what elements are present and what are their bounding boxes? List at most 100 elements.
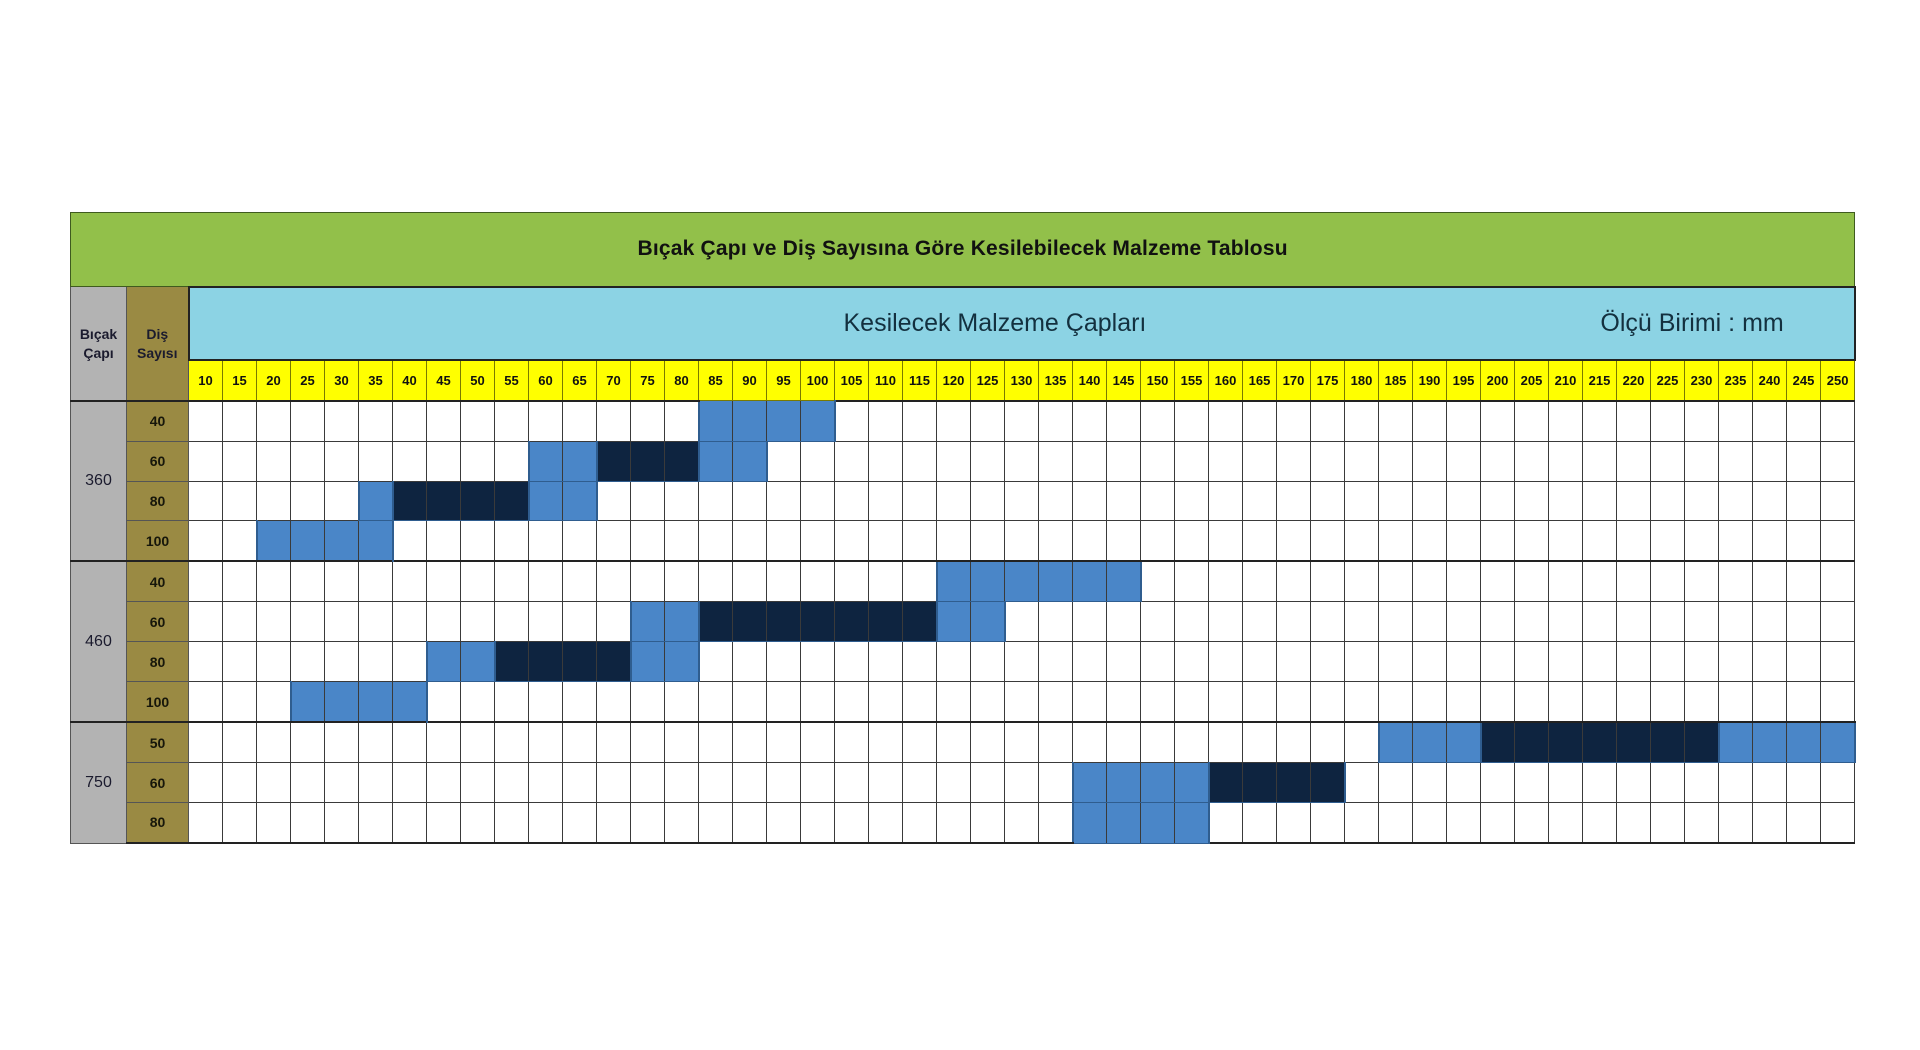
bar-cell-360-100-30 bbox=[324, 520, 359, 562]
bar-cell-750-60-170 bbox=[1276, 762, 1311, 803]
empty-cell-460-40-10 bbox=[188, 560, 223, 603]
empty-cell-460-60-225 bbox=[1650, 601, 1685, 643]
bar-cell-360-60-85 bbox=[697, 440, 733, 482]
empty-cell-460-100-125 bbox=[970, 681, 1005, 724]
empty-cell-750-80-95 bbox=[766, 801, 801, 844]
empty-cell-460-40-205 bbox=[1514, 560, 1549, 603]
empty-cell-360-40-240 bbox=[1752, 399, 1787, 442]
empty-cell-460-100-20 bbox=[256, 681, 291, 724]
empty-cell-360-100-15 bbox=[222, 520, 257, 563]
empty-cell-360-40-210 bbox=[1548, 399, 1583, 442]
scale-tick-140: 140 bbox=[1072, 359, 1107, 402]
empty-cell-750-50-90 bbox=[732, 721, 767, 764]
empty-cell-460-80-35 bbox=[358, 641, 393, 683]
empty-cell-360-60-185 bbox=[1378, 440, 1413, 482]
empty-cell-460-60-35 bbox=[358, 601, 393, 643]
bar-cell-750-60-145 bbox=[1106, 762, 1141, 803]
scale-tick-240: 240 bbox=[1752, 359, 1787, 402]
empty-cell-460-60-150 bbox=[1140, 601, 1175, 643]
empty-cell-360-100-215 bbox=[1582, 520, 1617, 563]
empty-cell-460-40-200 bbox=[1480, 560, 1515, 603]
empty-cell-360-40-145 bbox=[1106, 399, 1141, 442]
empty-cell-360-40-40 bbox=[392, 399, 427, 442]
empty-cell-460-100-95 bbox=[766, 681, 801, 724]
empty-cell-460-100-185 bbox=[1378, 681, 1413, 724]
empty-cell-360-60-115 bbox=[902, 440, 937, 482]
scale-tick-50: 50 bbox=[460, 359, 495, 402]
empty-cell-750-80-30 bbox=[324, 801, 359, 844]
scale-tick-110: 110 bbox=[868, 359, 903, 402]
scale-tick-235: 235 bbox=[1718, 359, 1753, 402]
empty-cell-750-80-230 bbox=[1684, 801, 1719, 844]
empty-cell-750-80-240 bbox=[1752, 801, 1787, 844]
empty-cell-750-60-125 bbox=[970, 762, 1005, 803]
bar-cell-360-60-65 bbox=[562, 440, 598, 482]
table-row: 60 bbox=[71, 762, 1856, 803]
empty-cell-460-60-140 bbox=[1072, 601, 1107, 643]
bar-cell-750-60-175 bbox=[1310, 762, 1346, 803]
empty-cell-750-50-85 bbox=[698, 721, 733, 764]
bar-cell-750-50-225 bbox=[1650, 721, 1685, 764]
empty-cell-360-40-185 bbox=[1378, 399, 1413, 442]
empty-cell-750-60-15 bbox=[222, 762, 257, 803]
table-row: 100 bbox=[71, 520, 1856, 563]
empty-cell-750-50-70 bbox=[596, 721, 631, 764]
empty-cell-750-60-45 bbox=[426, 762, 461, 803]
empty-cell-360-100-135 bbox=[1038, 520, 1073, 563]
empty-cell-360-100-230 bbox=[1684, 520, 1719, 563]
empty-cell-750-50-140 bbox=[1072, 721, 1107, 764]
empty-cell-360-100-180 bbox=[1344, 520, 1379, 563]
empty-cell-360-40-150 bbox=[1140, 399, 1175, 442]
empty-cell-360-60-165 bbox=[1242, 440, 1277, 482]
empty-cell-360-100-205 bbox=[1514, 520, 1549, 563]
empty-cell-360-60-130 bbox=[1004, 440, 1039, 482]
empty-cell-460-100-180 bbox=[1344, 681, 1379, 724]
empty-cell-460-60-130 bbox=[1004, 601, 1039, 643]
empty-cell-360-80-30 bbox=[324, 480, 359, 522]
empty-cell-460-60-20 bbox=[256, 601, 291, 643]
empty-cell-360-60-125 bbox=[970, 440, 1005, 482]
empty-cell-360-80-245 bbox=[1786, 480, 1821, 522]
empty-cell-360-40-215 bbox=[1582, 399, 1617, 442]
empty-cell-460-80-195 bbox=[1446, 641, 1481, 683]
empty-cell-360-100-170 bbox=[1276, 520, 1311, 563]
empty-cell-460-40-195 bbox=[1446, 560, 1481, 603]
empty-cell-460-60-155 bbox=[1174, 601, 1209, 643]
empty-cell-460-80-150 bbox=[1140, 641, 1175, 683]
empty-cell-460-40-65 bbox=[562, 560, 597, 603]
empty-cell-460-60-30 bbox=[324, 601, 359, 643]
material-capacity-table: Bıçak Çapı ve Diş Sayısına Göre Kesilebi… bbox=[69, 211, 1856, 844]
corner-blade-line1: Bıçak bbox=[79, 325, 118, 342]
empty-cell-460-80-10 bbox=[188, 641, 223, 683]
empty-cell-360-100-175 bbox=[1310, 520, 1345, 563]
empty-cell-460-60-190 bbox=[1412, 601, 1447, 643]
empty-cell-460-100-160 bbox=[1208, 681, 1243, 724]
empty-cell-460-40-15 bbox=[222, 560, 257, 603]
empty-cell-360-80-135 bbox=[1038, 480, 1073, 522]
empty-cell-460-40-30 bbox=[324, 560, 359, 603]
empty-cell-460-80-220 bbox=[1616, 641, 1651, 683]
empty-cell-360-60-25 bbox=[290, 440, 325, 482]
bar-cell-460-60-90 bbox=[732, 601, 767, 643]
empty-cell-360-40-120 bbox=[936, 399, 971, 442]
empty-cell-750-60-10 bbox=[188, 762, 223, 803]
scale-tick-40: 40 bbox=[392, 359, 427, 402]
empty-cell-360-80-15 bbox=[222, 480, 257, 522]
empty-cell-460-80-155 bbox=[1174, 641, 1209, 683]
bar-cell-750-50-195 bbox=[1446, 721, 1482, 764]
empty-cell-460-80-120 bbox=[936, 641, 971, 683]
empty-cell-360-80-205 bbox=[1514, 480, 1549, 522]
empty-cell-460-40-165 bbox=[1242, 560, 1277, 603]
bar-cell-360-40-85 bbox=[697, 400, 733, 442]
empty-cell-460-100-200 bbox=[1480, 681, 1515, 724]
empty-cell-360-100-95 bbox=[766, 520, 801, 563]
empty-cell-750-60-75 bbox=[630, 762, 665, 803]
empty-cell-360-40-235 bbox=[1718, 399, 1753, 442]
empty-cell-460-80-95 bbox=[766, 641, 801, 683]
scale-tick-125: 125 bbox=[970, 359, 1005, 402]
empty-cell-750-80-170 bbox=[1276, 801, 1311, 844]
empty-cell-750-80-55 bbox=[494, 801, 529, 844]
bar-cell-360-80-35 bbox=[357, 480, 394, 522]
bar-cell-460-60-100 bbox=[800, 601, 835, 643]
